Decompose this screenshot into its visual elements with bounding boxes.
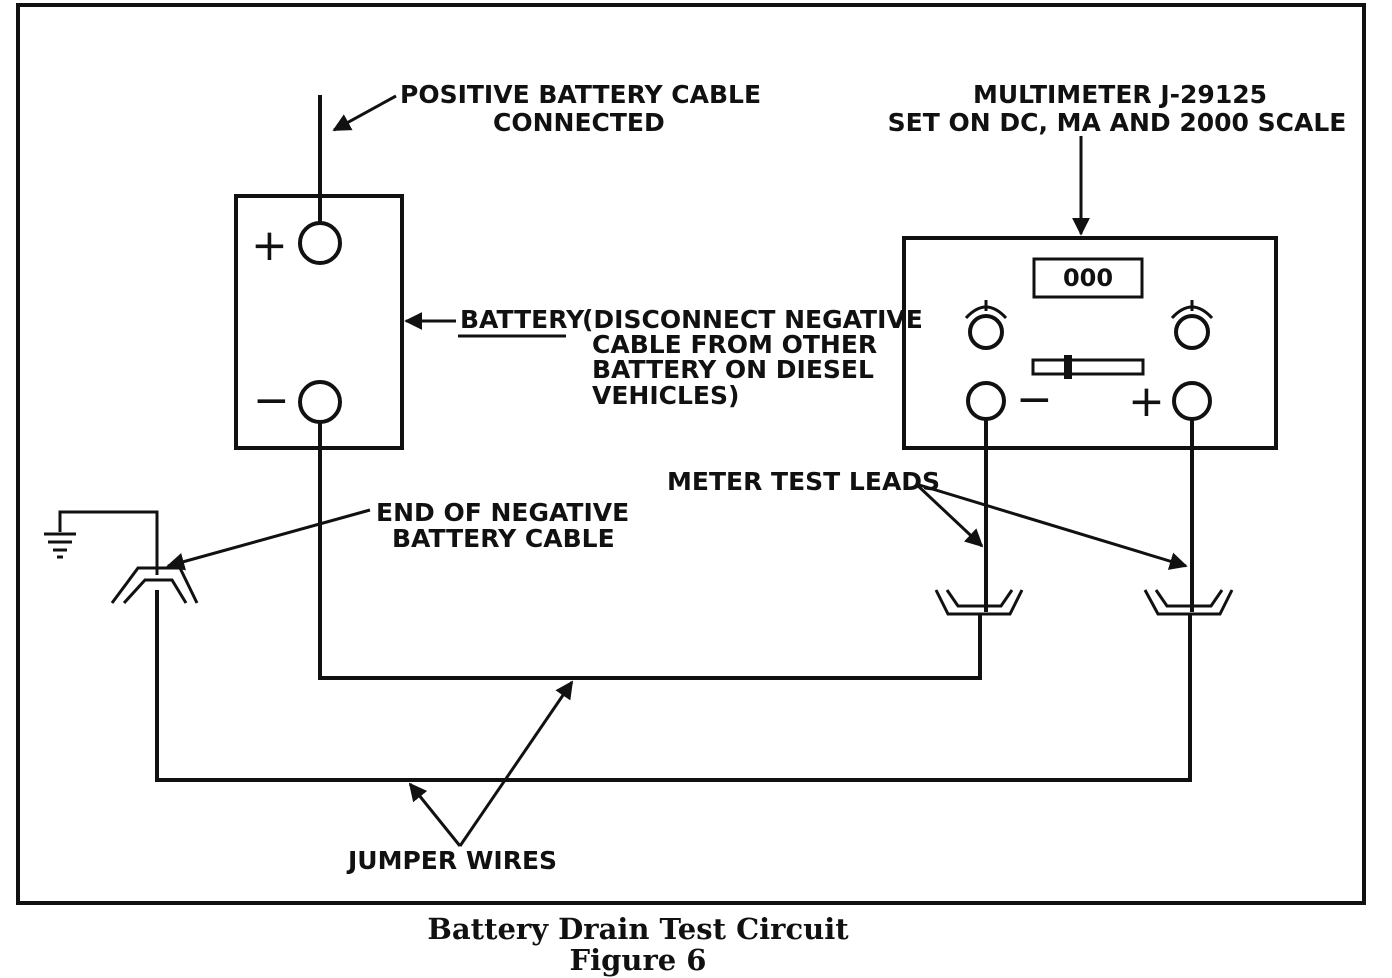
battery-minus-sign: − xyxy=(253,375,290,426)
range-slide-switch xyxy=(1031,355,1145,379)
battery-note-line1: (DISCONNECT NEGATIVE xyxy=(582,305,923,334)
negative-cable-end-arrow xyxy=(166,508,371,571)
meter-plus-sign: + xyxy=(1128,376,1165,427)
meter-negative-jack xyxy=(966,381,1006,421)
meter-positive-jack xyxy=(1172,381,1212,421)
ground-symbol xyxy=(44,510,159,575)
negative-cable-end-label-line2: BATTERY CABLE xyxy=(392,524,615,553)
positive-cable-label-line1: POSITIVE BATTERY CABLE xyxy=(400,80,761,109)
battery-note-line4: VEHICLES) xyxy=(592,381,739,410)
negative-cable-end-clip xyxy=(110,566,199,605)
jumper-wire-arrow-right xyxy=(458,680,574,847)
jumper-wire-battery-to-meter xyxy=(318,422,982,680)
meter-lead-arrow-left xyxy=(914,482,984,548)
battery: + − xyxy=(234,194,404,450)
jumper-wire-arrow-left xyxy=(408,782,462,847)
negative-cable-end-label-line1: END OF NEGATIVE xyxy=(376,498,629,527)
meter-minus-sign: − xyxy=(1016,374,1053,425)
right-dial-knob xyxy=(1170,300,1214,350)
battery-positive-terminal xyxy=(298,221,342,265)
multimeter: 000 − + xyxy=(902,236,1278,450)
battery-note-line2: CABLE FROM OTHER xyxy=(592,330,877,359)
meter-lead-arrow-right xyxy=(915,482,1188,570)
positive-cable-label-line2: CONNECTED xyxy=(493,108,665,137)
battery-plus-sign: + xyxy=(251,220,288,271)
battery-negative-terminal xyxy=(298,380,342,424)
multimeter-display-value: 000 xyxy=(1063,264,1113,292)
meter-test-leads-label: METER TEST LEADS xyxy=(667,467,940,496)
meter-positive-lead-clip xyxy=(1143,589,1234,616)
figure-caption-title: Battery Drain Test Circuit xyxy=(427,912,849,946)
figure-caption-number: Figure 6 xyxy=(570,943,707,977)
multimeter-label-line2: SET ON DC, MA AND 2000 SCALE xyxy=(888,108,1347,137)
jumper-wires-label: JUMPER WIRES xyxy=(346,846,557,875)
jumper-wire-cable-end-to-meter xyxy=(155,590,1192,782)
battery-label: BATTERY xyxy=(460,305,585,334)
figure-frame xyxy=(16,3,1366,905)
positive-cable-arrow xyxy=(332,94,397,132)
multimeter-display xyxy=(1032,257,1144,299)
meter-negative-lead-clip xyxy=(934,589,1024,616)
left-dial-knob xyxy=(964,300,1008,350)
multimeter-label-line1: MULTIMETER J-29125 xyxy=(973,80,1267,109)
battery-note-line3: BATTERY ON DIESEL xyxy=(592,355,874,384)
